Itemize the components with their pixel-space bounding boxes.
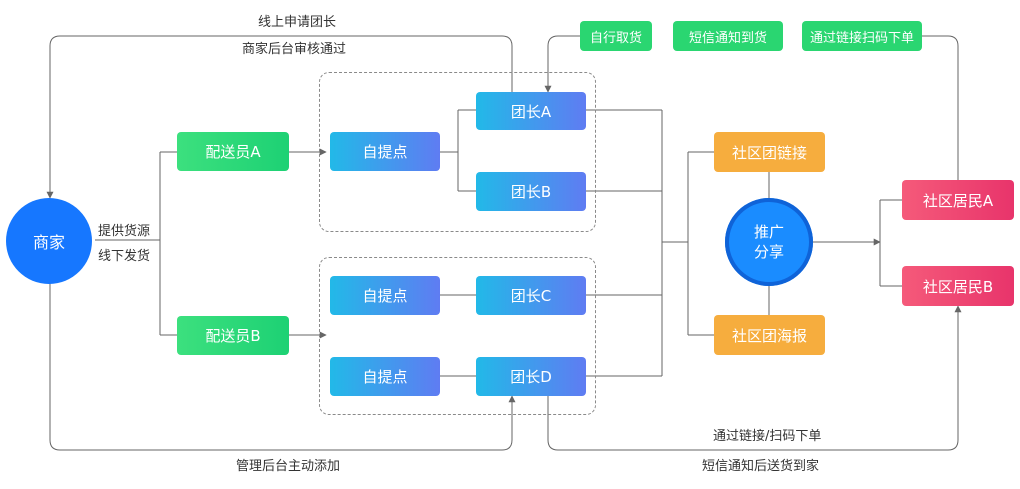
merchant-note-1: 提供货源	[98, 224, 151, 239]
promo-label-2: 分享	[753, 243, 784, 261]
merchant-note-2: 线下发货	[98, 249, 151, 264]
courier-a: 配送员A	[177, 132, 289, 171]
top-route-label-1: 线上申请团长	[258, 15, 337, 30]
leader-c: 团长C	[476, 276, 586, 315]
promo-label-1: 推广	[753, 223, 784, 241]
pickup-point-3: 自提点	[330, 357, 440, 396]
courier-b: 配送员B	[177, 316, 289, 355]
leader-b: 团长B	[476, 172, 586, 211]
merchant-node: 商家	[6, 198, 92, 284]
resident-route-label-2: 短信通知后送货到家	[702, 459, 820, 474]
channel-community-link: 社区团链接	[714, 132, 825, 172]
leader-d: 团长D	[476, 357, 586, 396]
resident-b: 社区居民B	[902, 266, 1014, 306]
leader-a: 团长A	[476, 92, 586, 130]
leader-group-bottom	[319, 257, 596, 415]
bottom-route-label: 管理后台主动添加	[236, 459, 341, 474]
merchant-label: 商家	[32, 233, 65, 252]
resident-route-label-1: 通过链接/扫码下单	[713, 429, 822, 444]
resident-a: 社区居民A	[902, 180, 1014, 220]
pickup-point-1: 自提点	[330, 132, 440, 171]
leader-group-top	[319, 72, 596, 232]
promo-share-node: 推广 分享	[725, 198, 813, 286]
method-self-pickup: 自行取货	[580, 21, 652, 51]
pickup-point-2: 自提点	[330, 276, 440, 315]
top-route-label-2: 商家后台审核通过	[242, 42, 347, 57]
method-link-scan-order: 通过链接扫码下单	[802, 21, 922, 51]
method-sms-notice: 短信通知到货	[673, 21, 783, 51]
channel-community-poster: 社区团海报	[714, 315, 825, 355]
